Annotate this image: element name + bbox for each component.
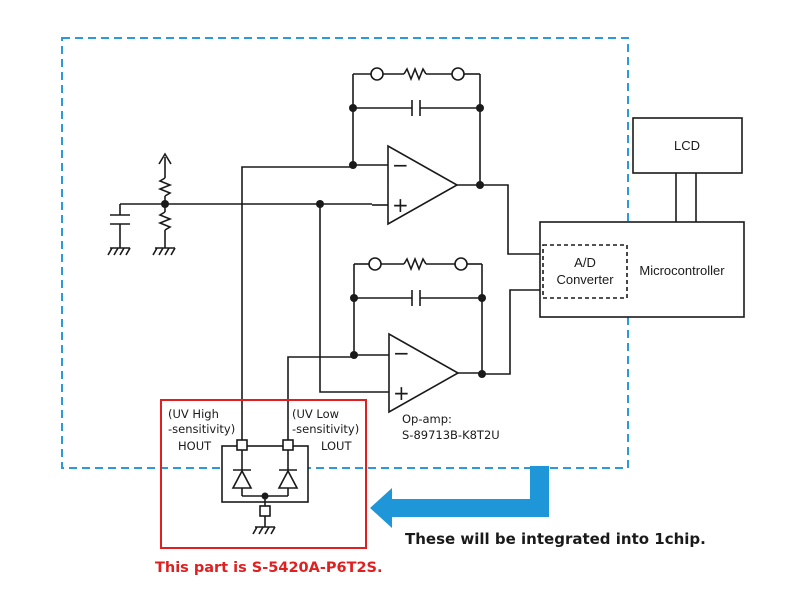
upper-op-amp-minus: − bbox=[392, 153, 409, 177]
op-amp-label-1: Op-amp: bbox=[402, 412, 452, 426]
lower-op-amp-minus: − bbox=[393, 341, 410, 365]
upper-variable-terminal-right bbox=[451, 67, 465, 81]
lower-feedback-resistor bbox=[403, 256, 427, 272]
upper-variable-terminal-left bbox=[370, 67, 384, 81]
lower-variable-terminal-right bbox=[454, 257, 468, 271]
upper-op-amp-plus: + bbox=[392, 193, 409, 217]
hout-label-1: (UV High bbox=[168, 407, 219, 421]
lcd-label: LCD bbox=[674, 138, 700, 153]
hout-wire bbox=[241, 166, 353, 440]
supply-arrow bbox=[158, 152, 172, 165]
sensor-highlight-box bbox=[160, 399, 367, 549]
lout-label-2: -sensitivity) bbox=[292, 422, 359, 436]
bias-resistor-top bbox=[157, 177, 173, 197]
ad-converter-label-2: Converter bbox=[556, 272, 614, 287]
upper-op-amp: − + bbox=[349, 144, 484, 226]
sensor-part-caption: This part is S-5420A-P6T2S. bbox=[155, 560, 383, 576]
lower-op-amp-plus: + bbox=[393, 381, 410, 405]
lower-variable-terminal-left bbox=[368, 257, 382, 271]
op-amp-label-2: S-89713B-K8T2U bbox=[402, 428, 500, 442]
upper-output-wire bbox=[480, 184, 540, 255]
hout-pin bbox=[236, 439, 248, 451]
lout-wire bbox=[287, 356, 354, 440]
integration-note: These will be integrated into 1chip. bbox=[405, 530, 706, 548]
lower-output-wire bbox=[482, 289, 540, 375]
upper-feedback-network bbox=[349, 66, 484, 185]
lcd-block bbox=[632, 117, 743, 174]
lout-pin bbox=[282, 439, 294, 451]
microcontroller-label: Microcontroller bbox=[639, 263, 725, 278]
bias-network bbox=[107, 152, 389, 393]
upper-feedback-resistor bbox=[403, 66, 427, 82]
bias-resistor-bottom bbox=[157, 211, 173, 231]
lout-label-3: LOUT bbox=[321, 439, 352, 453]
gnd-pin bbox=[259, 505, 271, 517]
ad-converter-label-1: A/D bbox=[574, 255, 596, 270]
hout-label-3: HOUT bbox=[178, 439, 212, 453]
ad-converter-block bbox=[542, 244, 628, 299]
lout-label-1: (UV Low bbox=[292, 407, 339, 421]
sensor-chip bbox=[221, 439, 309, 535]
integration-arrow bbox=[370, 466, 549, 528]
lower-feedback-network bbox=[350, 256, 486, 374]
hout-label-2: -sensitivity) bbox=[168, 422, 235, 436]
lower-op-amp: − + bbox=[350, 332, 486, 414]
